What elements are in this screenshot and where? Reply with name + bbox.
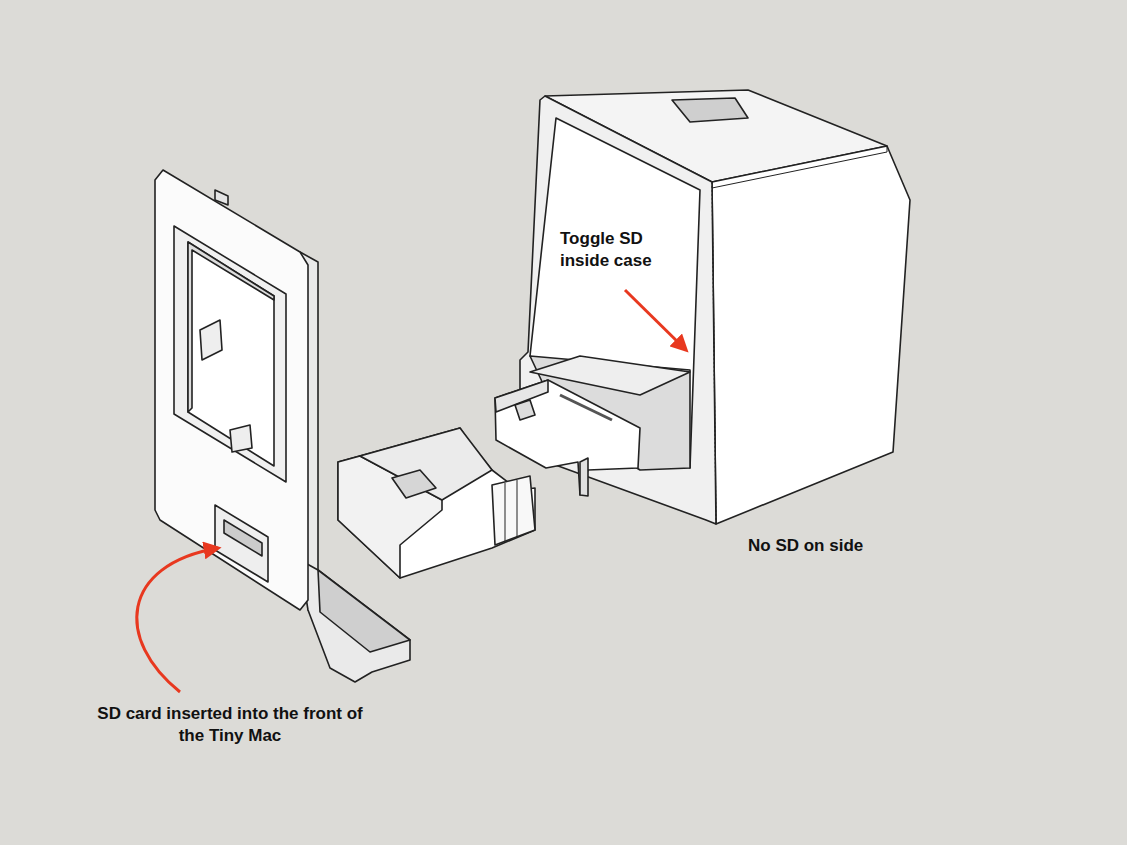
sd-tray <box>338 428 535 578</box>
callout-label: No SD on side <box>748 535 918 557</box>
sd-sled <box>495 356 690 496</box>
leader-arrow <box>625 290 686 350</box>
callout-label: SD card inserted into the front of the T… <box>95 703 365 747</box>
leader-arrow <box>137 548 218 692</box>
front-bezel <box>155 170 410 682</box>
callout-label: Toggle SD inside case <box>560 228 680 272</box>
